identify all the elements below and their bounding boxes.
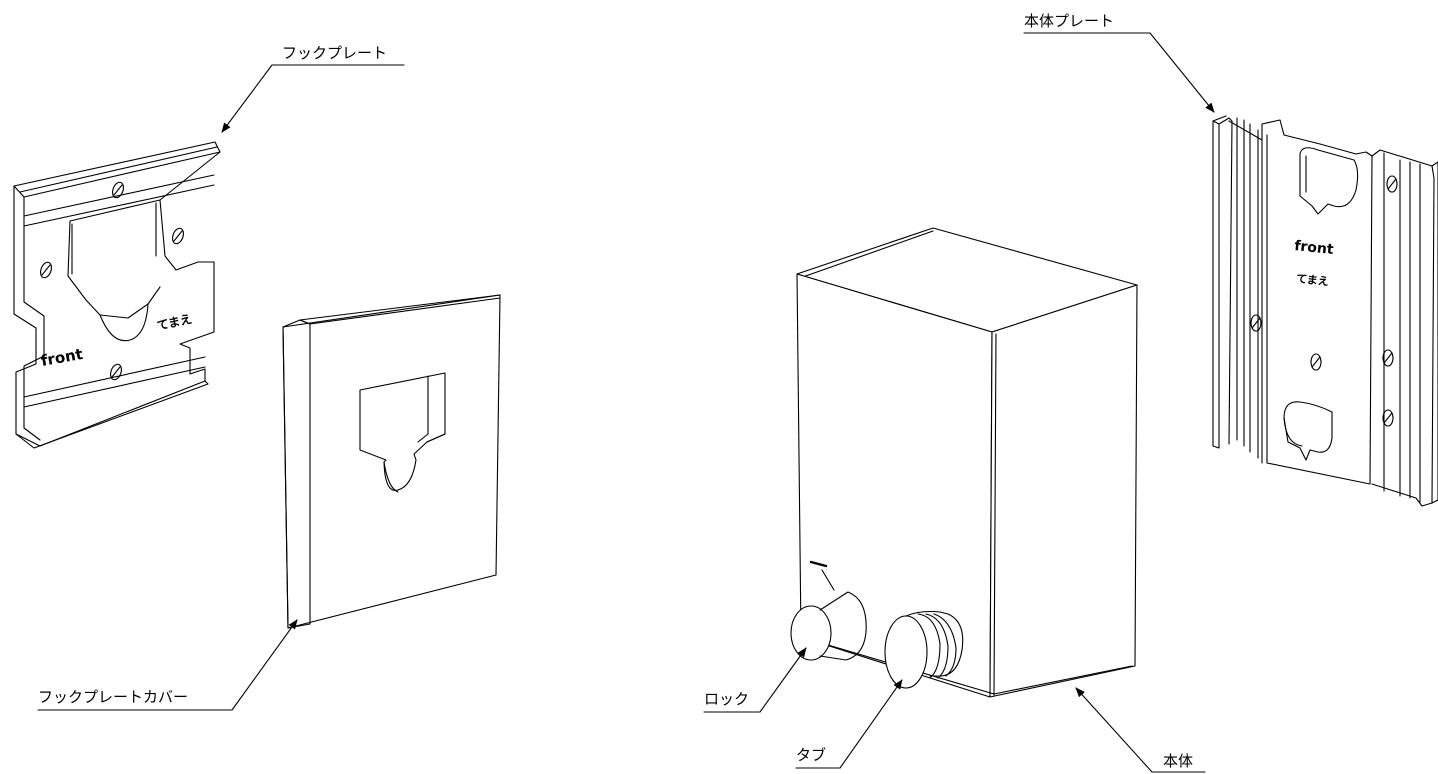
leader-body <box>1075 687 1206 773</box>
temae-mark-hook-plate: てまえ <box>156 312 194 333</box>
temae-mark-body-plate: てまえ <box>1296 272 1330 288</box>
label-tab: タブ <box>796 746 827 764</box>
front-mark-body-plate: front <box>1294 238 1335 258</box>
hook-plate-cover <box>282 294 501 629</box>
body-box <box>790 227 1138 698</box>
label-hook-plate: フックプレート <box>282 44 388 62</box>
leader-body-plate <box>1023 32 1215 113</box>
label-body-plate: 本体プレート <box>1024 12 1115 30</box>
leader-hook-plate <box>221 64 405 133</box>
front-mark-hook-plate: front <box>40 345 85 370</box>
leader-hook-plate-cover <box>37 619 298 711</box>
leader-lock <box>703 647 807 713</box>
label-body: 本体 <box>1163 752 1194 770</box>
label-lock: ロック <box>704 690 750 708</box>
label-hook-plate-cover: フックプレートカバー <box>38 688 189 706</box>
hook-plate <box>13 141 221 449</box>
body-plate <box>1212 115 1438 507</box>
leader-tab <box>795 679 903 769</box>
